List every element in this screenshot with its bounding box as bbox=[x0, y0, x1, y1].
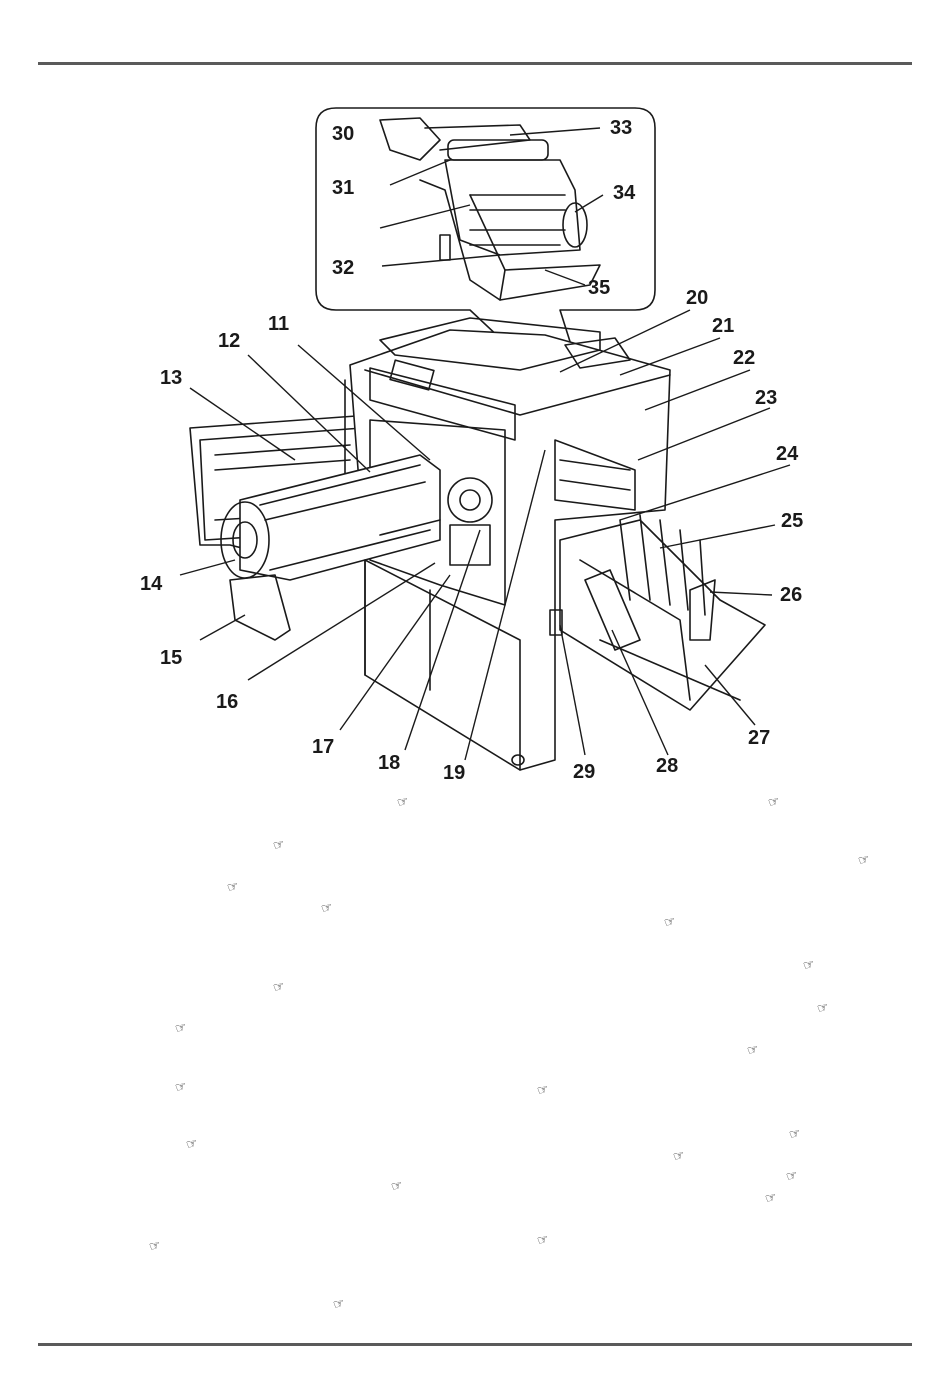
callout-29: 29 bbox=[573, 761, 595, 783]
callout-35: 35 bbox=[588, 277, 610, 299]
callout-28: 28 bbox=[656, 755, 678, 777]
callout-27: 27 bbox=[748, 727, 770, 749]
pointing-hand-icon: ☞ bbox=[390, 1178, 405, 1194]
pointing-hand-icon: ☞ bbox=[185, 1136, 200, 1152]
pointing-hand-icon: ☞ bbox=[802, 957, 817, 973]
pointing-hand-icon: ☞ bbox=[320, 900, 335, 916]
callout-34: 34 bbox=[613, 182, 636, 204]
pointing-hand-icon: ☞ bbox=[857, 852, 872, 868]
pointing-hand-icon: ☞ bbox=[764, 1190, 779, 1206]
pointing-hand-icon: ☞ bbox=[785, 1168, 800, 1184]
pointing-hand-icon: ☞ bbox=[816, 1000, 831, 1016]
pointing-hand-icon: ☞ bbox=[226, 879, 241, 895]
pointing-hand-icon: ☞ bbox=[148, 1238, 163, 1254]
callout-21: 21 bbox=[712, 315, 734, 337]
callout-14: 14 bbox=[140, 573, 163, 595]
callout-11: 11 bbox=[268, 313, 289, 335]
pointing-hand-icon: ☞ bbox=[746, 1042, 761, 1058]
pointing-hand-icon: ☞ bbox=[174, 1079, 189, 1095]
callout-22: 22 bbox=[733, 347, 755, 369]
pointing-hand-icon: ☞ bbox=[536, 1082, 551, 1098]
callout-16: 16 bbox=[216, 691, 238, 713]
callout-20: 20 bbox=[686, 287, 708, 309]
callout-26: 26 bbox=[780, 584, 802, 606]
callout-25: 25 bbox=[781, 510, 803, 532]
pointing-hand-icon: ☞ bbox=[672, 1148, 687, 1164]
callout-13: 13 bbox=[160, 367, 182, 389]
pointing-hand-icon: ☞ bbox=[174, 1020, 189, 1036]
callout-18: 18 bbox=[378, 752, 400, 774]
callout-32: 32 bbox=[332, 257, 354, 279]
pointing-hand-icon: ☞ bbox=[788, 1126, 803, 1142]
callout-23: 23 bbox=[755, 387, 777, 409]
pointing-hand-icon: ☞ bbox=[272, 979, 287, 995]
pointing-hand-icon: ☞ bbox=[272, 837, 287, 853]
pointing-hand-icon: ☞ bbox=[663, 914, 678, 930]
pointing-hand-icon: ☞ bbox=[332, 1296, 347, 1312]
bottom-rule bbox=[38, 1343, 912, 1346]
callout-15: 15 bbox=[160, 647, 182, 669]
callout-30: 30 bbox=[332, 123, 354, 145]
machine-diagram: 30 31 32 33 34 35 11 12 13 14 15 16 17 1… bbox=[0, 0, 950, 800]
callout-12: 12 bbox=[218, 330, 240, 352]
pointing-hand-icon: ☞ bbox=[536, 1232, 551, 1248]
paper-receiving-tray bbox=[560, 520, 765, 710]
callout-17: 17 bbox=[312, 736, 334, 758]
callout-19: 19 bbox=[443, 762, 465, 784]
callout-31: 31 bbox=[332, 177, 354, 199]
callout-33: 33 bbox=[610, 117, 632, 139]
callout-24: 24 bbox=[776, 443, 799, 465]
